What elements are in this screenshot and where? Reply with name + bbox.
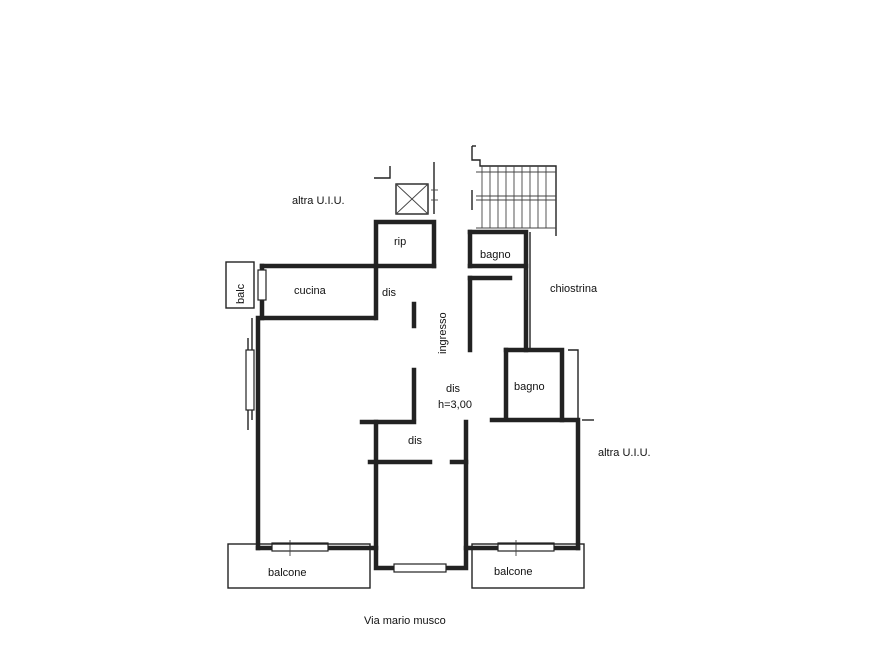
interior-walls: [259, 263, 565, 551]
label-bagno-top: bagno: [480, 249, 511, 261]
label-chiostrina: chiostrina: [550, 283, 598, 295]
balcony-left: [227, 543, 371, 589]
label-bagno-mid: bagno: [514, 381, 545, 393]
label-height: h=3,00: [438, 399, 472, 411]
label-dis-bottom: dis: [408, 435, 423, 447]
label-cucina: cucina: [294, 285, 327, 297]
label-street: Via mario musco: [364, 615, 446, 627]
balcony-small: [225, 261, 255, 309]
exterior-walls: [247, 219, 594, 571]
label-balcone-right: balcone: [494, 566, 533, 578]
balcony-right: [471, 543, 585, 589]
windows: [245, 269, 555, 573]
label-ingresso: ingresso: [437, 312, 449, 354]
label-dis-top: dis: [382, 287, 397, 299]
lift-shaft: [374, 162, 438, 215]
stairwell: [471, 145, 557, 236]
label-balcone-left: balcone: [268, 567, 307, 579]
label-altra-uiu-right: altra U.I.U.: [598, 447, 651, 459]
label-altra-uiu-top: altra U.I.U.: [292, 195, 345, 207]
label-balc: balc: [235, 283, 247, 304]
balconies: [225, 261, 585, 589]
label-dis-center: dis: [446, 383, 461, 395]
label-rip: rip: [394, 236, 406, 248]
